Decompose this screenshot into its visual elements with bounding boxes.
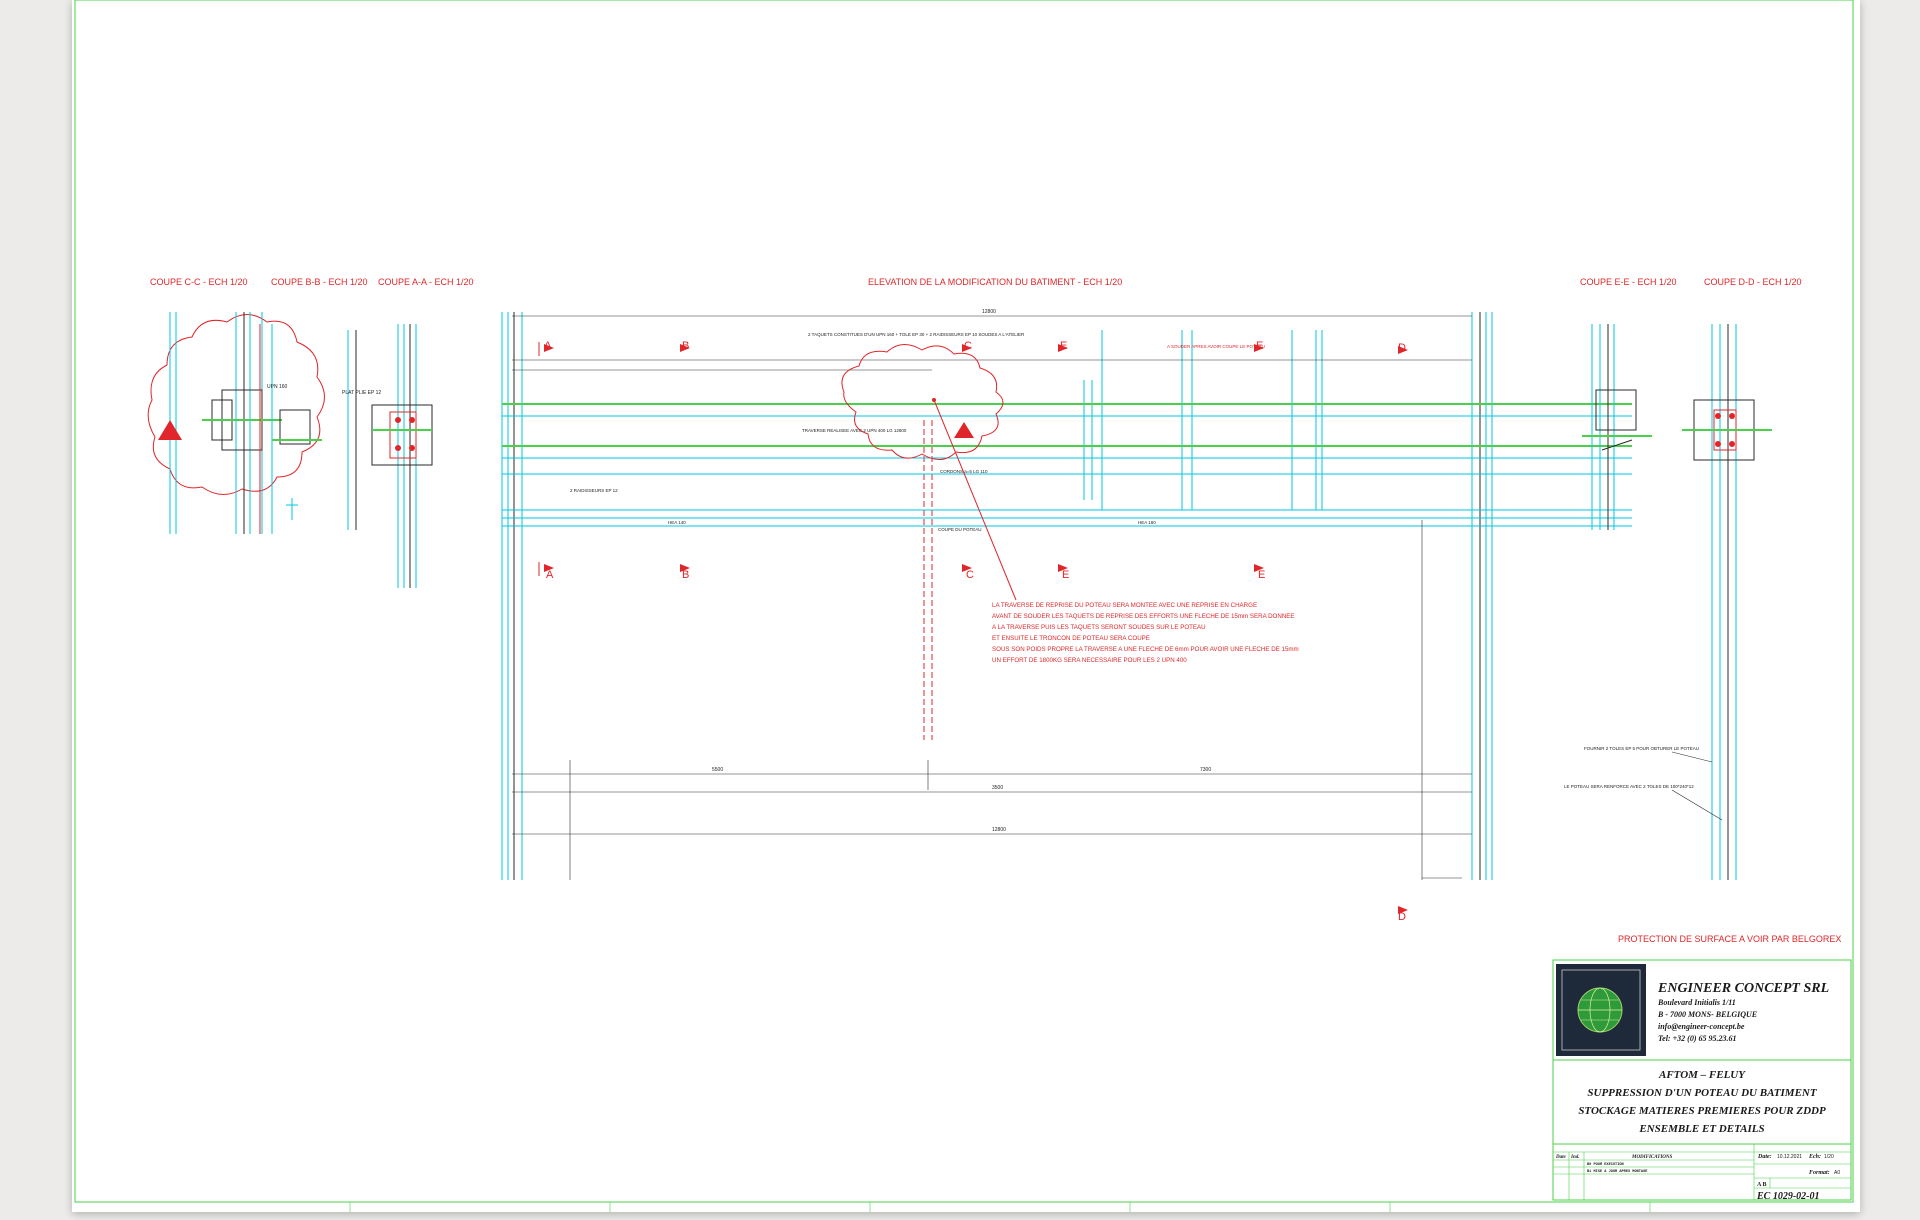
rev-header-date: Date: [1555, 1155, 1567, 1160]
rev-row-1: B0 POUR EXECUTION: [1587, 1163, 1624, 1167]
title-coupe-dd: COUPE D-D - ECH 1/20: [1704, 277, 1802, 287]
label-renforce: LE POTEAU SERA RENFORCE AVEC 2 TOLES DE …: [1564, 784, 1694, 789]
indice-label: A B: [1757, 1182, 1767, 1188]
date-label: Date:: [1757, 1154, 1772, 1160]
coupe-bb-view: [259, 324, 357, 534]
drawing-sheet: COUPE C-C - ECH 1/20 COUPE B-B - ECH 1/2…: [72, 0, 1860, 1212]
scale-value: 1/20: [1824, 1154, 1834, 1160]
drawing-number: EC 1029-02-01: [1756, 1191, 1820, 1202]
svg-text:D: D: [1398, 911, 1406, 923]
company-name: ENGINEER CONCEPT SRL: [1657, 981, 1829, 996]
format-label: Format:: [1809, 1170, 1830, 1176]
label-taquets: 2 TAQUETS CONSTITUES D'UN UPN 160 + TOLE…: [808, 332, 1025, 337]
svg-text:B: B: [682, 340, 689, 352]
warning-triangle-icon: [158, 420, 182, 440]
company-phone: Tel: +32 (0) 65 95.23.61: [1658, 1034, 1736, 1043]
label-hea140: HEA 140: [668, 520, 686, 525]
rev-row-2: B1 MISE A JOUR APRES MONTAGE: [1587, 1170, 1648, 1174]
project-line1: AFTOM – FELUY: [1658, 1069, 1746, 1081]
label-hea160: HEA 160: [1138, 520, 1156, 525]
title-coupe-aa: COUPE A-A - ECH 1/20: [378, 277, 474, 287]
rev-header-ind: Ind.: [1570, 1155, 1579, 1160]
company-logo: [1556, 964, 1646, 1056]
section-mark-e: E E: [1058, 340, 1069, 581]
dim-12800: 12800: [992, 827, 1006, 833]
section-mark-c: C C: [962, 340, 974, 581]
label-traverse: TRAVERSE REALISEE AVEC 2 UPN 400 LG 1280…: [802, 428, 907, 433]
coupe-aa-view: PLAT PLIE EP 12: [342, 324, 433, 588]
title-coupe-ee: COUPE E-E - ECH 1/20: [1580, 277, 1677, 287]
protection-note: PROTECTION DE SURFACE A VOIR PAR BELGORE…: [1618, 934, 1841, 944]
section-mark-a: A A: [538, 340, 554, 581]
technical-drawing: COUPE C-C - ECH 1/20 COUPE B-B - ECH 1/2…: [74, 0, 1854, 1212]
svg-text:A: A: [544, 340, 552, 352]
company-email: info@engineer-concept.be: [1658, 1022, 1745, 1031]
coupe-dd-view: FOURNIR 2 TOLES EP 5 POUR OBTURER LE POT…: [1564, 324, 1772, 880]
svg-text:B: B: [682, 569, 689, 581]
dim-top-12800: 12800: [982, 309, 996, 315]
red-note: LA TRAVERSE DE REPRISE DU POTEAU SERA MO…: [992, 602, 1300, 664]
svg-text:E: E: [1256, 340, 1263, 352]
elevation-view: 12800 5500 7300 3500 12800 TRAVERSE REAL…: [501, 309, 1632, 923]
coupe-cc-view: UPN 160: [147, 312, 325, 534]
project-line2: SUPPRESSION D'UN POTEAU DU BATIMENT: [1587, 1087, 1817, 1099]
warning-triangle-icon: [954, 422, 974, 438]
title-block: ENGINEER CONCEPT SRL Boulevard Initialis…: [1552, 959, 1852, 1202]
format-value: A0: [1834, 1170, 1840, 1176]
label-fournir: FOURNIR 2 TOLES EP 5 POUR OBTURER LE POT…: [1584, 746, 1699, 751]
sheet-border: [74, 0, 1854, 1203]
company-address1: Boulevard Initialis 1/11: [1657, 998, 1736, 1007]
svg-text:C: C: [966, 569, 974, 581]
label-cordon: CORDONS a=5 LG 110: [940, 469, 988, 474]
label-souder-apres: A SOUDER APRES AVOIR COUPE LE POTEAU: [1167, 344, 1265, 349]
dim-5500: 5500: [712, 767, 723, 773]
dim-7300: 7300: [1200, 767, 1211, 773]
label-coupe-poteau: COUPE DU POTEAU: [938, 527, 982, 532]
project-line4: ENSEMBLE ET DETAILS: [1638, 1123, 1764, 1135]
rev-header-modifications: MODIFICATIONS: [1631, 1155, 1673, 1160]
section-mark-b: B B: [680, 340, 690, 581]
svg-text:D: D: [1398, 342, 1406, 354]
coupe-ee-view: [1582, 324, 1652, 530]
project-line3: STOCKAGE MATIERES PREMIERES POUR ZDDP: [1578, 1105, 1826, 1117]
title-coupe-cc: COUPE C-C - ECH 1/20: [150, 277, 248, 287]
label-raidisseurs: 2 RAIDISSEURS EP 12: [570, 488, 618, 493]
svg-text:E: E: [1060, 340, 1067, 352]
label-plat-plie: PLAT PLIE EP 12: [342, 390, 381, 396]
dim-3500: 3500: [992, 785, 1003, 791]
revision-cloud-elevation: [841, 344, 1004, 460]
section-mark-d: D D: [1398, 342, 1408, 923]
svg-text:E: E: [1062, 569, 1069, 581]
company-address2: B - 7000 MONS- BELGIQUE: [1657, 1010, 1757, 1019]
section-mark-e2: E E: [1254, 340, 1265, 581]
scale-label: Ech:: [1808, 1154, 1821, 1160]
date-value: 10.12.2021: [1777, 1154, 1802, 1160]
svg-text:A: A: [546, 569, 554, 581]
title-coupe-bb: COUPE B-B - ECH 1/20: [271, 277, 368, 287]
title-elevation: ELEVATION DE LA MODIFICATION DU BATIMENT…: [868, 277, 1122, 287]
svg-text:E: E: [1258, 569, 1265, 581]
label-upn160: UPN 160: [267, 384, 288, 390]
svg-text:C: C: [964, 340, 972, 352]
